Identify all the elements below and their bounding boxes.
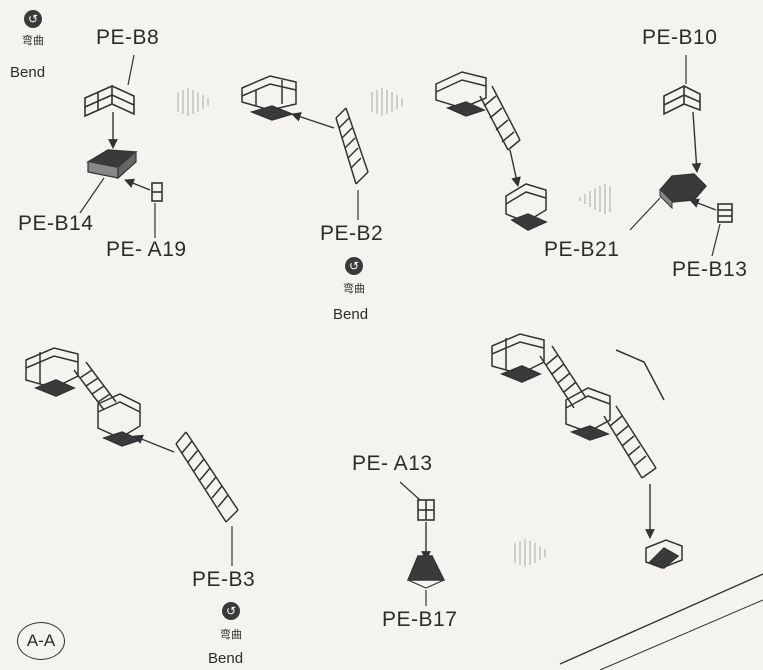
step6-part-pe-a13 [418, 500, 434, 520]
step1-part-pe-a19 [152, 183, 162, 201]
step2-ladder-pe-b2 [336, 108, 368, 184]
arrow-to-lower-platform [510, 150, 518, 186]
step2-platform [242, 76, 296, 120]
label-pe-b10: PE-B10 [642, 26, 717, 50]
label-pe-a13: PE- A13 [352, 452, 433, 476]
step1-railing-pe-b8 [85, 86, 134, 116]
leader-pe-b21 [630, 198, 660, 230]
arrow-b3-to-assembly [134, 436, 174, 452]
leader-pe-a13 [400, 482, 420, 500]
bend-label-en: Bend [208, 650, 243, 667]
label-pe-b13: PE-B13 [672, 258, 747, 282]
bend-label-cn: 弯曲 [343, 280, 365, 296]
step-arrow-3 [580, 184, 610, 214]
step-arrow-2 [372, 88, 402, 116]
step5-assembly [26, 348, 140, 446]
bend-label-en: Bend [10, 64, 45, 81]
step7-final-assembly [492, 334, 664, 478]
bend-label-cn: 弯曲 [220, 626, 242, 642]
bend-icon: ↺ [24, 10, 42, 28]
step1-platform-pe-b14 [88, 150, 136, 178]
step7-part-b17-final [646, 540, 682, 568]
step3-lower-platform [506, 184, 546, 230]
bend-icon: ↺ [222, 602, 240, 620]
bend-label-cn: 弯曲 [22, 32, 44, 48]
section-marker: A-A [17, 622, 65, 660]
edge-line [560, 574, 763, 664]
step4-part-pe-b13 [718, 204, 732, 222]
arrow-b13-to-b21 [690, 200, 716, 210]
label-pe-b3: PE-B3 [192, 568, 255, 592]
step6-part-pe-b17 [408, 556, 444, 588]
step3-assembly [436, 72, 520, 150]
step5-ladder-pe-b3 [176, 432, 238, 522]
leader-pe-b8 [128, 55, 134, 85]
bend-label-en: Bend [333, 306, 368, 323]
label-pe-a19: PE- A19 [106, 238, 187, 262]
leader-pe-b14 [80, 178, 104, 213]
step-arrow-1 [178, 88, 208, 116]
label-pe-b8: PE-B8 [96, 26, 159, 50]
label-pe-b2: PE-B2 [320, 222, 383, 246]
step4-railing-pe-b10 [664, 86, 700, 114]
step-arrow-4 [515, 539, 545, 567]
arrow-a19-to-b14 [125, 180, 150, 190]
arrow-b2-to-platform [292, 114, 334, 128]
label-pe-b17: PE-B17 [382, 608, 457, 632]
arrow-b10-to-b21 [693, 112, 697, 172]
label-pe-b21: PE-B21 [544, 238, 619, 262]
leader-pe-b13 [712, 224, 720, 256]
label-pe-b14: PE-B14 [18, 212, 93, 236]
bend-icon: ↺ [345, 257, 363, 275]
